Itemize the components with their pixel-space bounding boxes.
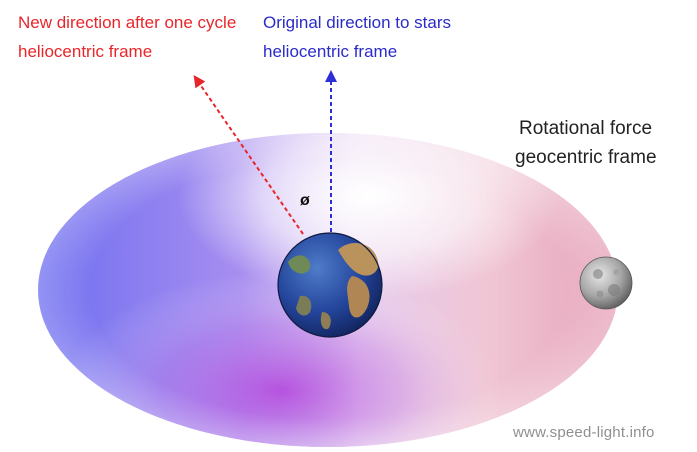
new-direction-label: New direction after one cycle heliocentr… <box>18 8 236 66</box>
new-direction-line1: New direction after one cycle <box>18 13 237 32</box>
original-direction-label: Original direction to stars heliocentric… <box>263 8 451 66</box>
new-direction-arrow <box>193 75 304 235</box>
original-direction-line2: heliocentric frame <box>263 42 398 61</box>
angle-symbol: ø <box>300 192 310 209</box>
rotational-force-line1: Rotational force <box>519 118 653 139</box>
rotational-force-label: Rotational force geocentric frame <box>515 114 657 172</box>
new-direction-line2: heliocentric frame <box>18 42 153 61</box>
watermark-text: www.speed-light.info <box>513 424 655 441</box>
moon-icon <box>579 256 633 310</box>
original-direction-line1: Original direction to stars <box>263 13 452 32</box>
earth-icon <box>277 232 383 338</box>
rotational-force-line2: geocentric frame <box>515 147 657 168</box>
